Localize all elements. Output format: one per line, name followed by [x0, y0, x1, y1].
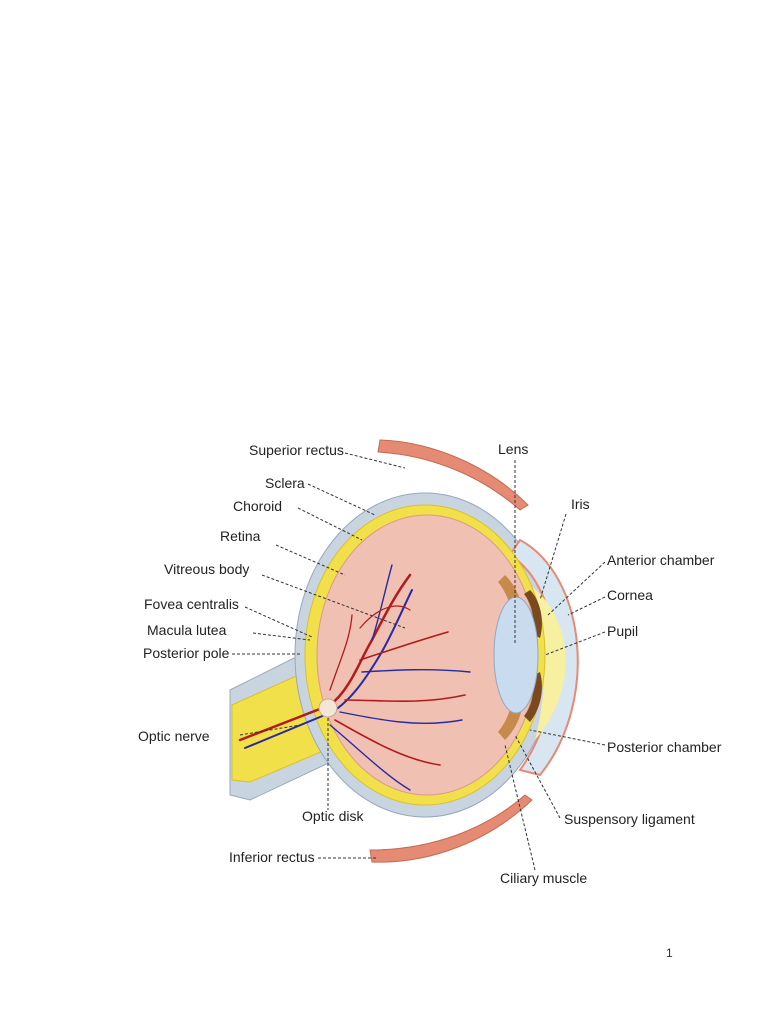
label-sclera: Sclera: [265, 475, 305, 491]
optic-disk-shape: [318, 698, 338, 718]
label-pupil: Pupil: [607, 623, 638, 639]
lens: [493, 596, 539, 714]
label-macula-lutea: Macula lutea: [147, 622, 227, 638]
page-number: 1: [666, 946, 673, 960]
label-posterior-pole: Posterior pole: [143, 645, 230, 661]
superior-rectus-muscle: [377, 439, 529, 511]
label-vitreous-body: Vitreous body: [164, 561, 249, 577]
label-cornea: Cornea: [607, 587, 653, 603]
label-optic-disk: Optic disk: [302, 808, 364, 824]
label-iris: Iris: [571, 496, 590, 512]
label-retina: Retina: [220, 528, 261, 544]
label-optic-nerve: Optic nerve: [138, 728, 210, 744]
retinal-vessels: [238, 564, 471, 791]
label-inferior-rectus: Inferior rectus: [229, 849, 315, 865]
leader-lines: [232, 452, 606, 871]
label-ciliary-muscle: Ciliary muscle: [500, 870, 587, 886]
label-fovea-centralis: Fovea centralis: [144, 596, 239, 612]
label-choroid: Choroid: [233, 498, 282, 514]
inferior-rectus-muscle: [369, 794, 533, 863]
label-lens: Lens: [498, 441, 528, 457]
label-suspensory-ligament: Suspensory ligament: [564, 811, 695, 827]
label-anterior-chamber: Anterior chamber: [607, 552, 715, 568]
anterior-chamber: [530, 585, 566, 740]
iris-upper: [524, 590, 542, 638]
label-superior-rectus: Superior rectus: [249, 442, 344, 458]
label-posterior-chamber: Posterior chamber: [607, 739, 722, 755]
iris-lower: [524, 672, 542, 722]
